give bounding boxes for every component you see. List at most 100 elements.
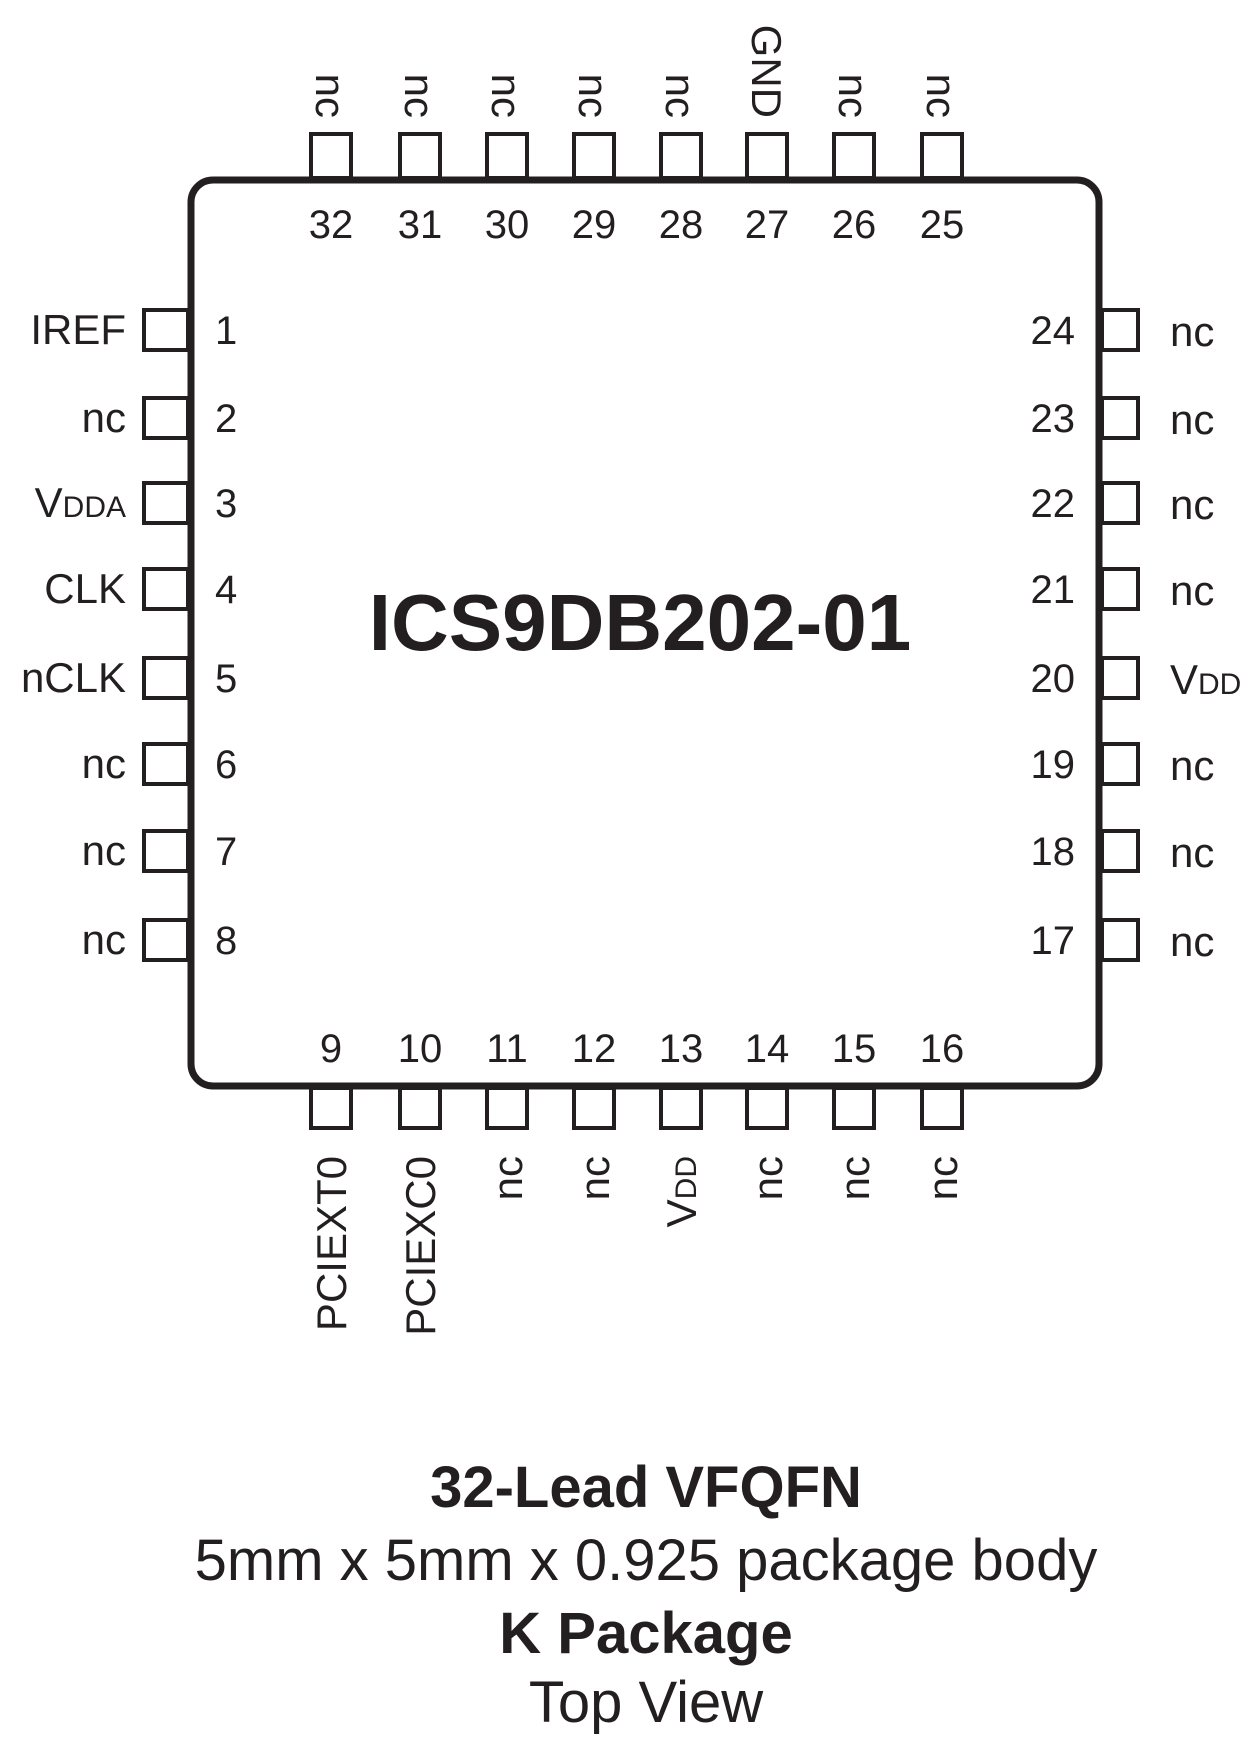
pin-pad-18 xyxy=(1100,829,1140,873)
pin-pad-12 xyxy=(572,1086,616,1130)
pin-label-31: nc xyxy=(396,74,443,118)
pin-label-17: nc xyxy=(1170,918,1214,965)
pin-number-25: 25 xyxy=(920,203,965,247)
pin-number-13: 13 xyxy=(659,1027,704,1071)
pin-label-5: nCLK xyxy=(21,654,126,701)
pin-pad-14 xyxy=(745,1086,789,1130)
pin-number-9: 9 xyxy=(320,1027,342,1071)
package-body xyxy=(187,176,1103,1090)
pin-label-25: nc xyxy=(918,74,965,118)
pin-pad-21 xyxy=(1100,567,1140,611)
pin-number-31: 31 xyxy=(398,203,443,247)
pin-number-7: 7 xyxy=(215,830,237,874)
pin-number-14: 14 xyxy=(745,1027,790,1071)
pin-pad-20 xyxy=(1100,656,1140,700)
caption-view: Top View xyxy=(529,1670,764,1735)
pin-number-12: 12 xyxy=(572,1027,617,1071)
pin-label-7: nc xyxy=(82,827,126,874)
pin-label-9: PCIEXT0 xyxy=(308,1156,355,1331)
pin-pad-15 xyxy=(832,1086,876,1130)
pin-number-24: 24 xyxy=(1031,309,1076,353)
pin-number-8: 8 xyxy=(215,919,237,963)
pin-number-4: 4 xyxy=(215,568,237,612)
pin-pad-6 xyxy=(142,742,190,786)
pin-label-2: nc xyxy=(82,394,126,441)
pin-label-6: nc xyxy=(82,740,126,787)
pin-label-30: nc xyxy=(483,74,530,118)
pin-pad-4 xyxy=(142,567,190,611)
pin-pad-5 xyxy=(142,656,190,700)
pin-number-27: 27 xyxy=(745,203,790,247)
pin-pad-9 xyxy=(309,1086,353,1130)
pin-number-29: 29 xyxy=(572,203,617,247)
pin-label-8: nc xyxy=(82,916,126,963)
pin-number-23: 23 xyxy=(1031,397,1076,441)
pin-pad-22 xyxy=(1100,481,1140,525)
pin-number-22: 22 xyxy=(1031,482,1076,526)
pins-group: 1 IREF 2 nc 3 VDDA 4 CLK 5 nCLK 6 nc 7 nc 8 nc 24 nc 23 nc 2… xyxy=(21,25,1241,1336)
pin-label-29: nc xyxy=(570,74,617,118)
pin-label-15: nc xyxy=(831,1156,878,1200)
pin-pad-28 xyxy=(659,132,703,180)
pin-label-12: nc xyxy=(571,1156,618,1200)
pin-pad-23 xyxy=(1100,396,1140,440)
pin-pad-11 xyxy=(485,1086,529,1130)
pin-pad-7 xyxy=(142,829,190,873)
pin-number-3: 3 xyxy=(215,482,237,526)
pin-number-17: 17 xyxy=(1031,919,1076,963)
pin-label-24: nc xyxy=(1170,308,1214,355)
pin-label-14: nc xyxy=(744,1156,791,1200)
pin-number-19: 19 xyxy=(1031,743,1076,787)
pin-number-18: 18 xyxy=(1031,830,1076,874)
pin-pad-16 xyxy=(920,1086,964,1130)
pin-label-16: nc xyxy=(919,1156,966,1200)
pin-number-5: 5 xyxy=(215,657,237,701)
pin-label-23: nc xyxy=(1170,396,1214,443)
pin-number-21: 21 xyxy=(1031,568,1076,612)
pin-label-3: VDDA xyxy=(35,479,126,526)
pin-number-2: 2 xyxy=(215,397,237,441)
pin-pad-1 xyxy=(142,308,190,352)
pin-label-18: nc xyxy=(1170,829,1214,876)
pin-label-19: nc xyxy=(1170,742,1214,789)
pin-pad-10 xyxy=(398,1086,442,1130)
pin-number-28: 28 xyxy=(659,203,704,247)
pin-label-28: nc xyxy=(657,74,704,118)
pin-label-27: GND xyxy=(743,25,790,118)
pin-pad-19 xyxy=(1100,742,1140,786)
pin-number-11: 11 xyxy=(486,1027,528,1071)
pin-number-32: 32 xyxy=(309,203,354,247)
caption-package: K Package xyxy=(499,1601,792,1666)
pin-pad-29 xyxy=(572,132,616,180)
pin-number-30: 30 xyxy=(485,203,530,247)
pin-pad-13 xyxy=(659,1086,703,1130)
pin-number-16: 16 xyxy=(920,1027,965,1071)
pin-number-15: 15 xyxy=(832,1027,877,1071)
pin-pad-26 xyxy=(832,132,876,180)
pin-pad-17 xyxy=(1100,918,1140,962)
pin-number-20: 20 xyxy=(1031,657,1076,701)
pin-label-26: nc xyxy=(830,74,877,118)
pin-label-10: PCIEXC0 xyxy=(397,1156,444,1336)
pin-label-4: CLK xyxy=(44,565,126,612)
pin-number-6: 6 xyxy=(215,743,237,787)
chip-name: ICS9DB202-01 xyxy=(369,578,912,667)
pin-pad-25 xyxy=(920,132,964,180)
pin-label-32: nc xyxy=(307,74,354,118)
pin-pad-3 xyxy=(142,481,190,525)
pin-pad-27 xyxy=(745,132,789,180)
pin-number-10: 10 xyxy=(398,1027,443,1071)
pin-label-22: nc xyxy=(1170,481,1214,528)
pin-pad-32 xyxy=(309,132,353,180)
pin-label-20: VDD xyxy=(1170,656,1241,703)
pin-pad-30 xyxy=(485,132,529,180)
pin-number-1: 1 xyxy=(215,309,237,353)
caption-lead-count: 32-Lead VFQFN xyxy=(430,1455,862,1520)
pin-label-13: VDD xyxy=(658,1156,705,1227)
pin-pad-31 xyxy=(398,132,442,180)
caption-dimensions: 5mm x 5mm x 0.925 package body xyxy=(195,1528,1098,1593)
pin-pad-8 xyxy=(142,918,190,962)
pin-label-11: nc xyxy=(484,1156,531,1200)
pin-label-1: IREF xyxy=(30,306,126,353)
